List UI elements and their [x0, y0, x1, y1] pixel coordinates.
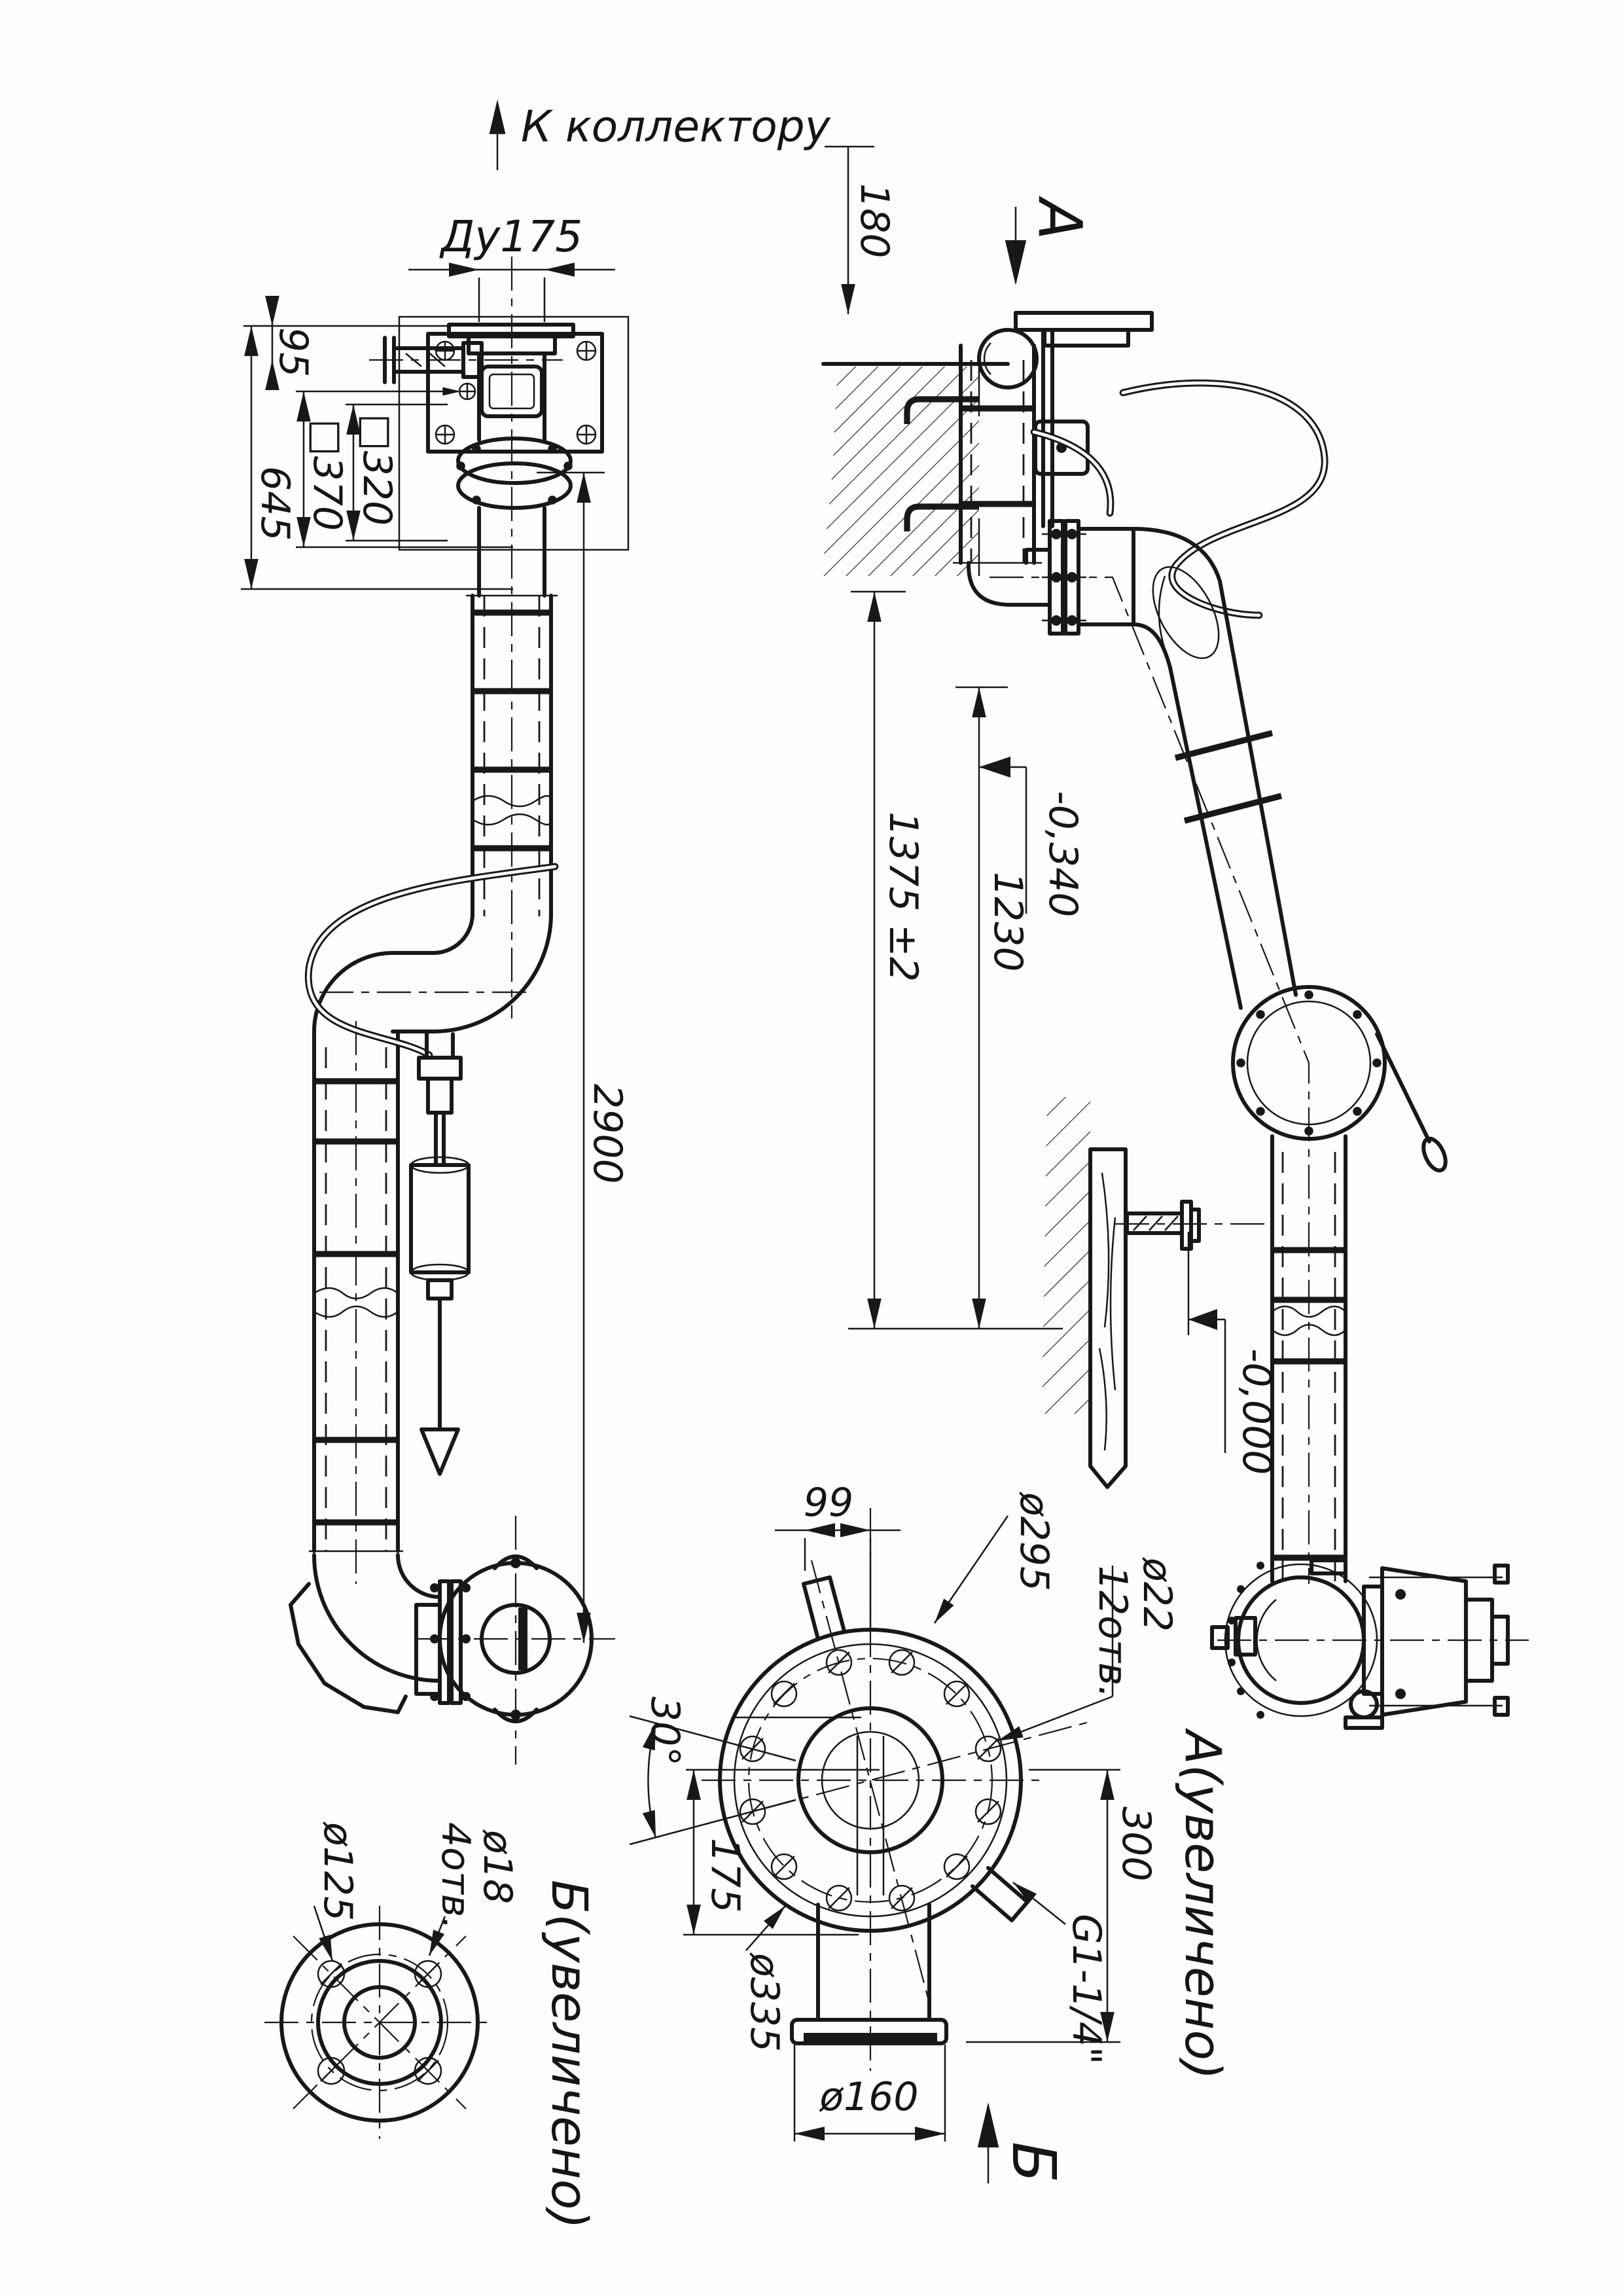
dim-99: 99	[804, 1480, 853, 1526]
view-arrow-icon	[977, 2102, 999, 2147]
detail-a	[649, 1508, 1092, 2071]
dim-645: 645	[252, 466, 298, 541]
dim-22: ø22	[1134, 1557, 1180, 1632]
to-collector-label: К коллектору	[521, 101, 831, 152]
dim-4otv: 4отв.	[433, 1822, 478, 1929]
detail-b	[264, 1906, 495, 2139]
detail-a-title: А(увеличено)	[1174, 1727, 1232, 2080]
elev-0340: -0,340	[1040, 791, 1086, 917]
dim-180: 180	[851, 183, 897, 259]
view-b-label: Б	[999, 2142, 1069, 2183]
dimensions	[241, 145, 1226, 2183]
floor-anchor	[1115, 1200, 1267, 1251]
dim-300: 300	[1113, 1806, 1159, 1882]
wheel-bolts	[1236, 990, 1382, 1136]
side-view	[821, 311, 1529, 1730]
plate-screws	[435, 340, 597, 445]
dim-95: 95	[270, 327, 316, 377]
dim-du175: Ду175	[439, 211, 583, 262]
dim-18: ø18	[474, 1829, 520, 1904]
dim-g114: G1-1/4"	[1063, 1914, 1109, 2064]
dim-1375: 1375 ±2	[880, 812, 926, 982]
anchor-bolt	[383, 336, 484, 384]
section-a-label: А	[1025, 196, 1095, 240]
valve-actuator	[1310, 1558, 1510, 1730]
dim-175: 175	[702, 1838, 748, 1913]
dim-295: ø295	[1011, 1492, 1057, 1591]
main-view	[289, 99, 630, 1765]
dim-2900: 2900	[584, 1084, 630, 1184]
dim-30deg: 30°	[642, 1696, 688, 1766]
dim-12otv: 12отв.	[1090, 1566, 1135, 1698]
valve-flange-bolts	[1228, 1562, 1264, 1719]
dim-370: □370	[304, 419, 350, 531]
condensate-pot	[409, 1032, 471, 1476]
dim-335: ø335	[741, 1952, 787, 2052]
detail-b-title: Б(увеличено)	[541, 1880, 599, 2229]
elev-0000: -0,000	[1234, 1348, 1279, 1475]
dim-320: □320	[354, 414, 400, 526]
labels: К коллектору Ду175 95 645 □370 □320 2900…	[252, 101, 1279, 2229]
dim-125: ø125	[315, 1821, 361, 1921]
up-arrow-icon	[489, 99, 506, 134]
bolt-holes-12	[739, 1649, 1002, 1912]
dim-1230: 1230	[985, 872, 1031, 972]
section-arrow-icon	[1005, 240, 1027, 285]
dim-160: ø160	[819, 2074, 918, 2120]
flange-bolts	[456, 444, 573, 505]
